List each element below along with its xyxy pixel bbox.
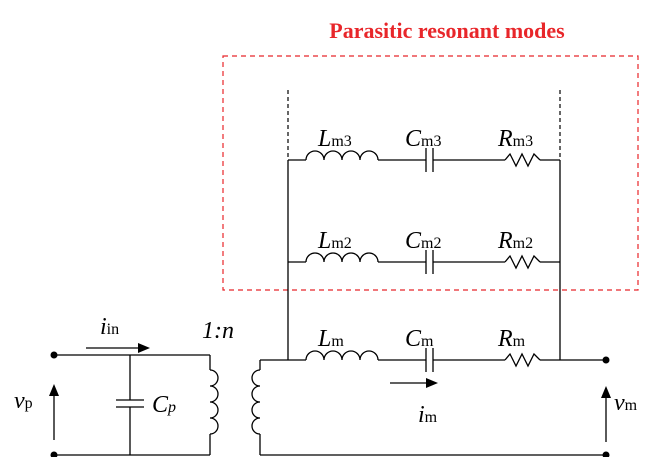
branch-m: Lm Cm Rm	[288, 326, 560, 372]
inductor-m3	[305, 150, 379, 161]
l-m2-label: Lm2	[317, 228, 352, 254]
primary-voltage-arrow	[49, 384, 59, 440]
transformer-secondary-coil	[251, 360, 261, 455]
resistor-m2	[504, 254, 541, 270]
input-current-label: iin	[100, 314, 119, 340]
c-m-label: Cm	[405, 326, 434, 352]
cp-label: Cp	[152, 392, 176, 418]
input-current-arrow	[86, 343, 150, 353]
capacitor-cp	[116, 355, 144, 455]
transformer-primary-coil	[209, 355, 219, 455]
resistor-m	[504, 352, 541, 368]
parasitic-modes-box	[222, 55, 639, 291]
r-m3-label: Rm3	[497, 126, 533, 152]
c-m3-label: Cm3	[405, 126, 441, 152]
resistor-m3	[504, 152, 541, 168]
branch-m2: Lm2 Cm2 Rm2	[288, 228, 560, 274]
branch-m3: Lm3 Cm3 Rm3	[288, 126, 560, 172]
l-m3-label: Lm3	[317, 126, 352, 152]
c-m2-label: Cm2	[405, 228, 441, 254]
inductor-m	[305, 350, 379, 361]
motional-current-label: im	[418, 402, 438, 428]
motional-current-arrow	[390, 378, 438, 388]
output-terminal-top	[602, 356, 610, 364]
r-m-label: Rm	[497, 326, 526, 352]
primary-terminal-bottom	[50, 451, 58, 457]
primary-voltage-label: vp	[14, 388, 33, 414]
turns-ratio-label: 1:n	[202, 318, 234, 344]
diagram-title: Parasitic resonant modes	[329, 18, 565, 43]
output-terminal-bottom	[602, 451, 610, 457]
primary-terminal-top	[50, 351, 58, 359]
l-m-label: Lm	[317, 326, 344, 352]
output-voltage-label: vm	[614, 390, 638, 416]
r-m2-label: Rm2	[497, 228, 533, 254]
output-voltage-arrow	[601, 386, 611, 442]
inductor-m2	[305, 252, 379, 263]
